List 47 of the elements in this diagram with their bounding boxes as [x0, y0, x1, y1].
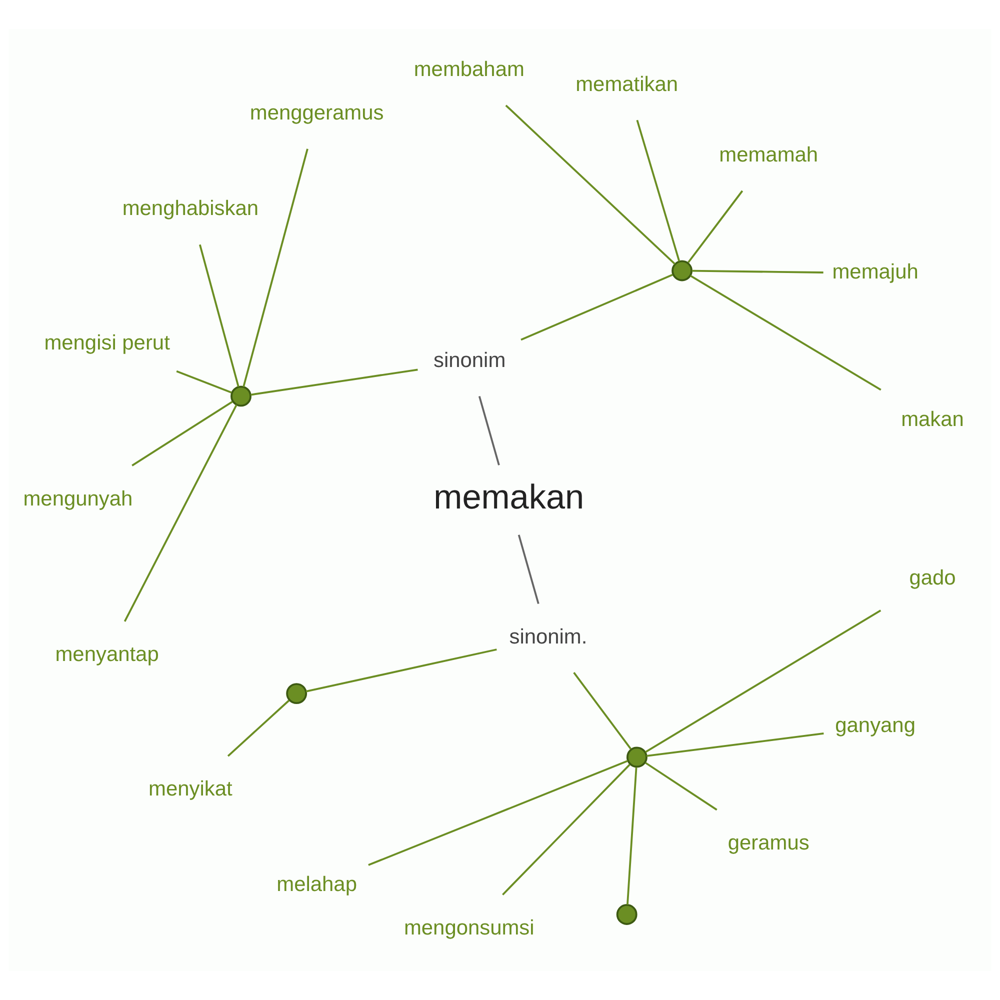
- connector: [646, 732, 824, 757]
- node-text: memajuh: [832, 260, 918, 284]
- node-circle: [286, 683, 308, 704]
- node-text: makan: [901, 408, 964, 432]
- node-text: mengisi perut: [44, 332, 170, 355]
- node-text: gado: [909, 566, 956, 590]
- node-circle: [230, 386, 252, 407]
- connector: [636, 120, 680, 262]
- connector: [478, 396, 500, 466]
- connector: [132, 400, 233, 466]
- connector: [505, 104, 676, 265]
- node-text: memamah: [719, 143, 818, 166]
- connector: [520, 274, 673, 341]
- node-text: menyantap: [55, 643, 159, 666]
- node-text: sinonim.: [509, 626, 588, 649]
- node-circle: [672, 260, 693, 282]
- connector: [645, 762, 718, 811]
- connector: [198, 244, 240, 387]
- node-text: menyikat: [148, 778, 232, 801]
- connector: [518, 534, 540, 604]
- connector: [502, 764, 630, 896]
- node-text: membaham: [414, 58, 524, 82]
- connector: [227, 700, 290, 757]
- node-text: melahap: [276, 873, 357, 896]
- connector: [688, 190, 744, 264]
- node-text: geramus: [728, 831, 810, 854]
- node-text: menggeramus: [250, 102, 384, 125]
- node-text: mematikan: [576, 72, 678, 96]
- connector: [368, 760, 628, 866]
- connector: [250, 368, 418, 396]
- connector: [242, 148, 308, 388]
- node-circle: [616, 904, 638, 925]
- node-text: ganyang: [835, 714, 916, 738]
- node-text: mengunyah: [23, 487, 133, 510]
- node-circle: [626, 746, 648, 768]
- connector: [306, 648, 497, 692]
- node-text: sinonim: [434, 349, 506, 372]
- connector: [176, 370, 232, 394]
- node-text: menghabiskan: [122, 196, 259, 220]
- node-text: mengonsumsi: [404, 916, 534, 940]
- connector: [573, 672, 632, 750]
- connector: [124, 404, 238, 622]
- node-text: memakan: [434, 478, 584, 516]
- connector: [645, 610, 882, 753]
- connector: [626, 767, 638, 905]
- connector: [690, 274, 882, 391]
- connector: [692, 270, 824, 274]
